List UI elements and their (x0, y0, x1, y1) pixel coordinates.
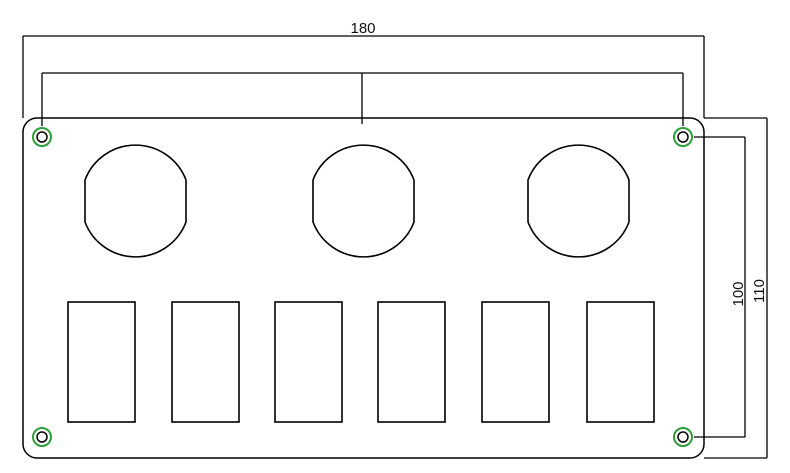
switch-cutout-5 (481, 301, 550, 423)
mounting-hole-top-left (32, 127, 52, 147)
overall-width-dimension (22, 35, 705, 118)
switch-cutout-3 (274, 301, 343, 423)
overall-width-label: 180 (350, 20, 375, 37)
panel-outline (22, 117, 705, 459)
switch-cutout-1 (67, 301, 136, 423)
hole-spacing-height-dimension (694, 136, 746, 438)
hole-spacing-width-dimension (41, 72, 684, 126)
switch-cutouts (67, 301, 655, 423)
mounting-hole-bottom-left (32, 427, 52, 447)
overall-height-label: 110 (751, 279, 768, 303)
overall-height-dimension (704, 117, 768, 459)
round-cutout-left (84, 144, 187, 258)
mounting-hole-bottom-right (673, 427, 693, 447)
mounting-holes (32, 127, 693, 447)
switch-cutout-2 (171, 301, 240, 423)
round-cutout-right (527, 144, 630, 258)
hole-spacing-height-label: 100 (730, 281, 747, 306)
switch-cutout-4 (377, 301, 446, 423)
round-cutouts (84, 144, 630, 258)
round-cutout-center (312, 144, 415, 258)
switch-cutout-6 (586, 301, 655, 423)
mounting-hole-top-right (673, 127, 693, 147)
